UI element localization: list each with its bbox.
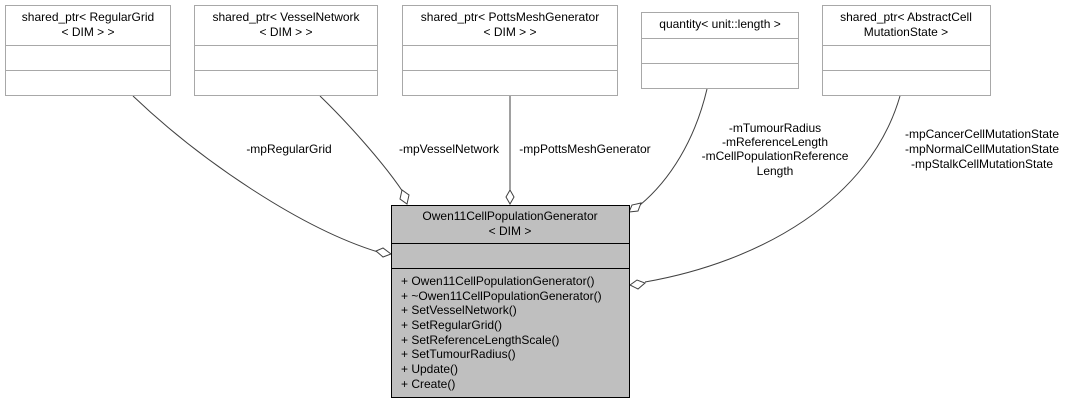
class-title-line: shared_ptr< VesselNetwork <box>212 10 360 24</box>
edges <box>132 88 901 290</box>
class-box-main[interactable]: Owen11CellPopulationGenerator < DIM > + … <box>391 205 630 398</box>
class-box-mutationstate[interactable]: shared_ptr< AbstractCell MutationState > <box>822 5 991 96</box>
class-title-line: quantity< unit::length > <box>659 17 780 31</box>
method-item: + Owen11CellPopulationGenerator() <box>401 274 595 288</box>
class-title-line: shared_ptr< PottsMeshGenerator <box>421 10 599 24</box>
edge-mutationstate <box>644 95 901 283</box>
edge-label-quantity-0: -mTumourRadius <box>729 121 821 135</box>
class-title-line: MutationState > <box>864 25 948 39</box>
edge-vesselnetwork <box>319 95 404 193</box>
edge-label-pottsmesh: -mpPottsMeshGenerator <box>519 142 650 156</box>
edge-labels: -mpRegularGrid -mpVesselNetwork -mpPotts… <box>246 121 1059 178</box>
edge-pottsmesh-diamond <box>505 188 515 206</box>
edge-label-mutationstate-0: -mpCancerCellMutationState <box>905 127 1059 141</box>
edge-label-quantity-2: -mCellPopulationReference <box>702 149 849 163</box>
edge-regulargrid-diamond <box>375 247 393 258</box>
method-item: + Update() <box>401 362 458 376</box>
class-title-line: shared_ptr< AbstractCell <box>840 10 972 24</box>
method-item: + ~Owen11CellPopulationGenerator() <box>401 289 602 303</box>
class-title-line: < DIM > > <box>259 25 312 39</box>
class-title-line: shared_ptr< RegularGrid <box>22 10 154 24</box>
class-title-line: < DIM > > <box>61 25 114 39</box>
edge-label-mutationstate-2: -mpStalkCellMutationState <box>911 157 1053 171</box>
main-class-title-line: Owen11CellPopulationGenerator <box>422 209 597 223</box>
class-title-line: < DIM > > <box>483 25 536 39</box>
method-item: + SetVesselNetwork() <box>401 303 517 317</box>
class-box-quantity[interactable]: quantity< unit::length > <box>641 12 799 89</box>
edge-label-quantity-3: Length <box>757 164 794 178</box>
edge-label-vesselnetwork: -mpVesselNetwork <box>399 142 500 156</box>
edge-quantity <box>639 88 708 206</box>
edge-regulargrid <box>132 95 379 253</box>
edge-label-regulargrid: -mpRegularGrid <box>246 142 331 156</box>
edge-label-mutationstate-1: -mpNormalCellMutationState <box>905 142 1059 156</box>
edge-quantity-diamond <box>628 202 642 213</box>
edge-label-quantity-1: -mReferenceLength <box>722 135 828 149</box>
main-class-title-line: < DIM > <box>489 224 532 238</box>
edge-vesselnetwork-diamond <box>399 189 410 205</box>
edge-mutationstate-diamond <box>629 279 646 290</box>
class-box-vesselnetwork[interactable]: shared_ptr< VesselNetwork < DIM > > <box>194 5 378 96</box>
method-item: + SetTumourRadius() <box>401 347 516 361</box>
method-item: + SetReferenceLengthScale() <box>401 333 559 347</box>
class-box-pottsmesh[interactable]: shared_ptr< PottsMeshGenerator < DIM > > <box>402 5 618 96</box>
method-item: + SetRegularGrid() <box>401 318 502 332</box>
method-item: + Create() <box>401 377 455 391</box>
class-box-regulargrid[interactable]: shared_ptr< RegularGrid < DIM > > <box>5 5 171 96</box>
